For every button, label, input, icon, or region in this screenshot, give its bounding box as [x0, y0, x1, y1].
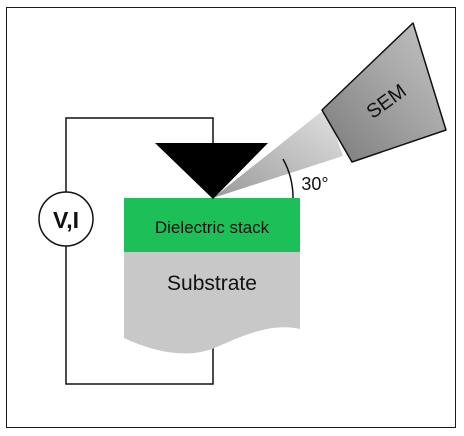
probe-tip-icon [155, 143, 268, 199]
circuit-wire [65, 117, 214, 385]
angle-arc [282, 158, 294, 199]
sem-beam [213, 108, 343, 198]
substrate-label: Substrate [167, 272, 257, 295]
dielectric-layer [124, 198, 300, 252]
meter-label: V,I [53, 207, 79, 233]
sem-detector-icon [321, 22, 447, 163]
substrate-layer [124, 252, 300, 354]
angle-label: 30° [301, 174, 328, 194]
figure-frame [6, 7, 456, 428]
meter-circle-icon [38, 191, 94, 247]
dielectric-label: Dielectric stack [155, 218, 270, 237]
